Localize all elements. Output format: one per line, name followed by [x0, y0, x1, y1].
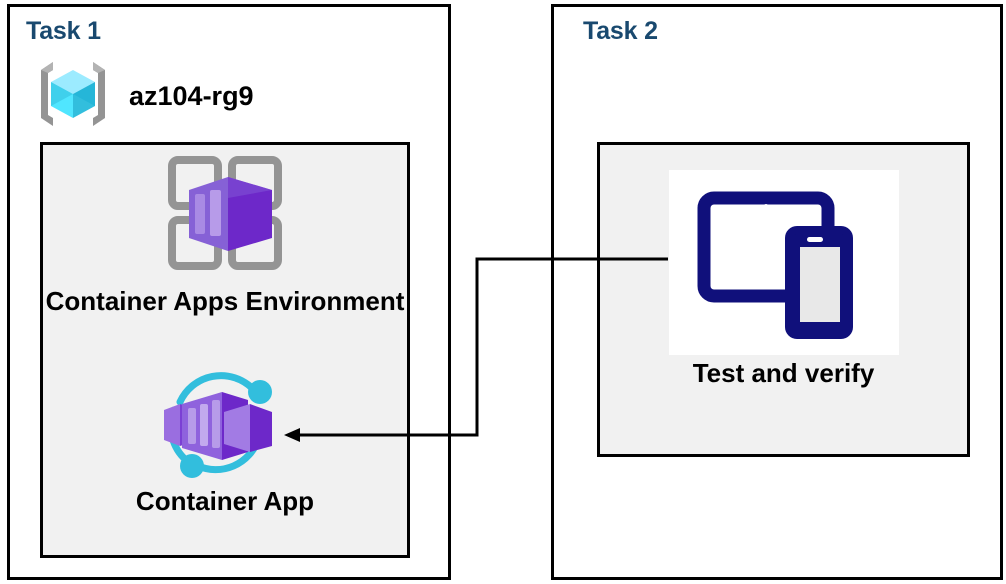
test-and-verify-icon [694, 180, 874, 345]
tile-label-test-and-verify: Test and verify [692, 358, 875, 388]
resource-group-label: az104-rg9 [129, 80, 254, 111]
container-apps-environment-icon [160, 150, 290, 283]
tile-label-container-app: Container App [135, 486, 315, 516]
resource-group-icon [33, 56, 113, 137]
task-1-heading: Task 1 [26, 17, 101, 45]
tile-container-app: Container App [40, 372, 410, 516]
task-2-heading: Task 2 [583, 17, 658, 45]
tile-container-apps-environment: Container Apps Environment [40, 150, 410, 316]
container-app-icon [150, 372, 300, 483]
tile-label-container-apps-environment: Container Apps Environment [45, 286, 405, 316]
test-icon-plate [668, 170, 899, 355]
resource-group-row: az104-rg9 [33, 58, 323, 134]
tile-test-and-verify: Test and verify [597, 170, 970, 388]
